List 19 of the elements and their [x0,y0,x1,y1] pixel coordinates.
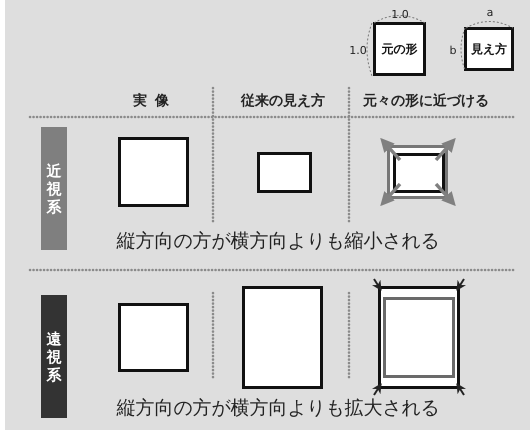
shape-box [257,152,312,193]
row-caption: 縦方向の方が横方向よりも拡大される [116,396,440,421]
dimension-label: 1.0 [391,8,409,20]
row-caption: 縦方向の方が横方向よりも縮小される [116,229,440,254]
column-heading: 従来の見え方 [241,92,325,110]
band-label: 近視系 [41,127,67,250]
column-heading: 元々の形に近づける [363,92,489,110]
dimension-label: b [450,44,456,56]
dimension-label: 1.0 [349,44,367,56]
shape-box [242,286,323,389]
frame-drawing [378,286,460,389]
band-label: 遠視系 [41,295,67,418]
shape-box [118,303,189,372]
frame-drawing [387,145,448,199]
shape-box [118,137,189,207]
column-heading: 実像 [133,92,177,110]
label-box: 見え方 [464,27,514,71]
label-box: 元の形 [373,22,426,76]
dimension-label: a [486,6,494,18]
